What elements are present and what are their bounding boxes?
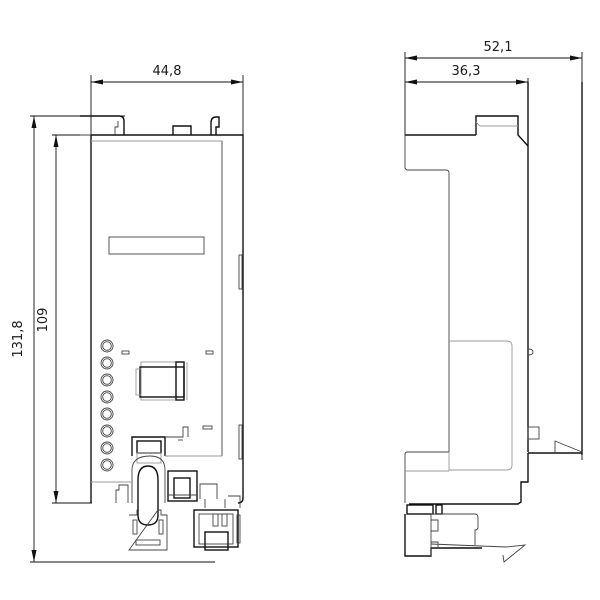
dimension-height-109: 109 [36, 134, 92, 504]
dimension-depth-36-3: 36,3 [405, 64, 529, 146]
dimension-label-body-height: 109 [36, 308, 51, 333]
dimension-height-131-8: 131,8 [11, 115, 215, 563]
bottom-connectors [91, 455, 241, 551]
dimension-label-total-height: 131,8 [11, 320, 26, 357]
lower-switch [131, 426, 222, 464]
front-view: 44,8 131,8 109 [11, 64, 244, 563]
dimension-label-total-depth: 52,1 [484, 40, 513, 55]
label-slot [108, 236, 205, 255]
front-housing [90, 134, 244, 504]
marker-small [121, 350, 130, 355]
dimension-label-body-depth: 36,3 [452, 64, 481, 79]
dimension-width-44-8: 44,8 [90, 64, 244, 135]
dimension-depth-52-1: 52,1 [404, 40, 583, 460]
marker-small [205, 350, 214, 355]
din-clip-top [80, 115, 220, 136]
side-profile [404, 82, 583, 563]
led-column [100, 339, 114, 472]
center-switch [135, 361, 188, 401]
dimension-label-width: 44,8 [153, 64, 182, 79]
side-view: 52,1 36,3 [404, 40, 583, 563]
marker-small [202, 425, 213, 430]
